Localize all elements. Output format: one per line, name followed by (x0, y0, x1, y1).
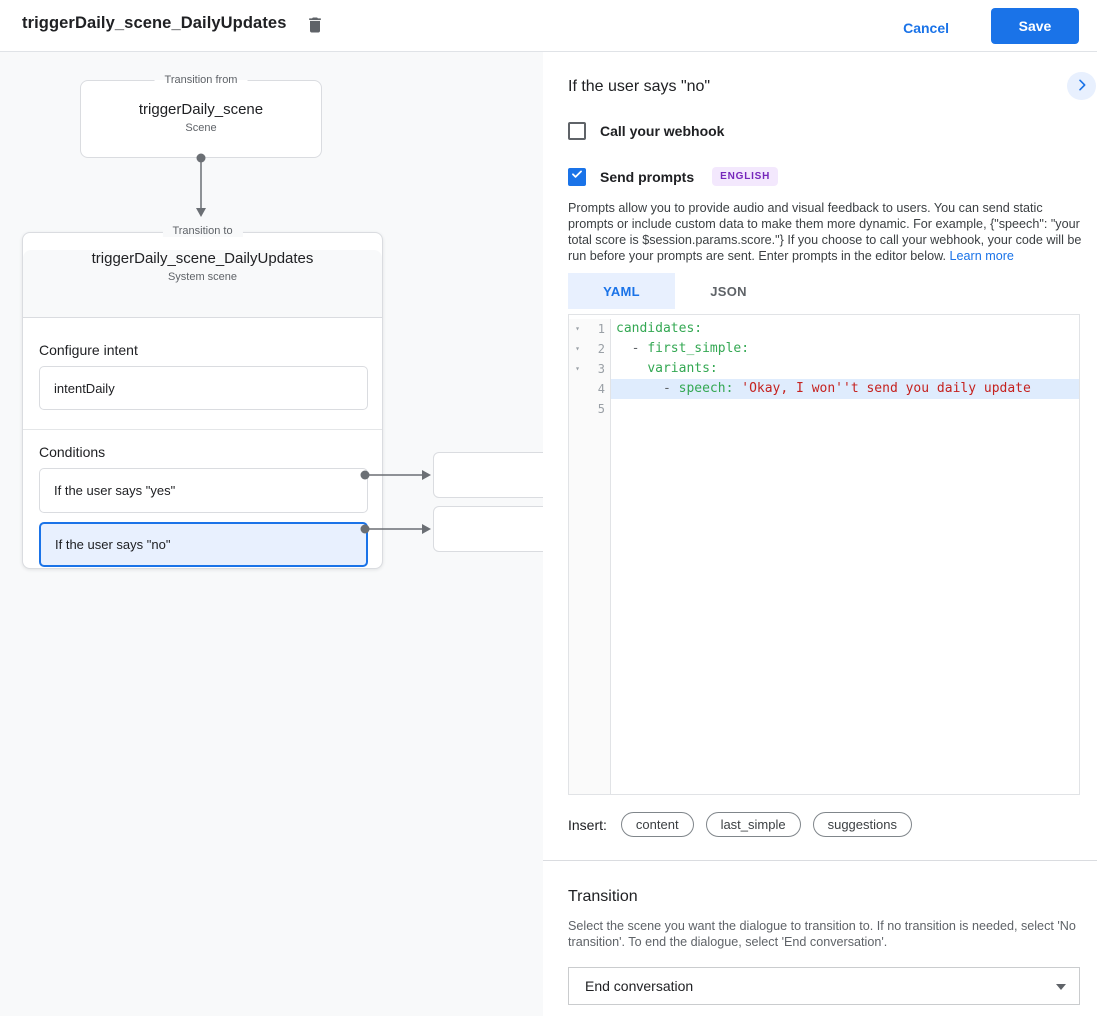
prompt-code-editor[interactable]: ▾ 1 candidates: ▾ 2 - first_simple: ▾ 3 … (568, 314, 1080, 795)
code-token: - (616, 381, 679, 396)
cancel-button[interactable]: Cancel (895, 14, 957, 42)
line-number: 2 (586, 339, 611, 359)
fold-arrow-icon[interactable]: ▾ (569, 339, 586, 359)
transition-dropdown-value: End conversation (585, 978, 694, 994)
transition-target-box[interactable] (433, 506, 543, 552)
transition-target-box[interactable] (433, 452, 543, 498)
conditions-section: Conditions If the user says "yes" If the… (23, 430, 382, 567)
fold-arrow-icon[interactable]: ▾ (569, 359, 586, 379)
condition-item-yes[interactable]: If the user says "yes" (39, 468, 368, 513)
prompts-description-text: Prompts allow you to provide audio and v… (568, 201, 1082, 263)
configure-intent-label: Configure intent (39, 342, 138, 358)
transition-from-label: Transition from (154, 74, 248, 86)
from-scene-name: triggerDaily_scene (138, 101, 264, 118)
transition-title: Transition (568, 888, 638, 905)
code-text[interactable] (611, 399, 1079, 419)
transition-to-card: Transition to triggerDaily_scene_DailyUp… (22, 225, 383, 569)
send-prompts-row: Send prompts ENGLISH (568, 167, 779, 186)
top-bar: triggerDaily_scene_DailyUpdates Cancel S… (0, 0, 1097, 52)
insert-chip-last-simple[interactable]: last_simple (705, 812, 801, 837)
code-text[interactable]: - speech: 'Okay, I won''t send you daily… (611, 379, 1079, 399)
transition-description: Select the scene you want the dialogue t… (568, 919, 1076, 949)
line-number: 3 (586, 359, 611, 379)
trash-icon (305, 17, 325, 38)
checkmark-icon (570, 167, 584, 186)
transition-from-node[interactable]: Transition from triggerDaily_scene Scene (80, 74, 322, 158)
code-text[interactable] (611, 419, 1079, 794)
fold-column (569, 419, 586, 794)
code-token: speech: (678, 381, 742, 396)
code-token: candidates: (616, 321, 703, 336)
insert-chip-suggestions[interactable]: suggestions (812, 812, 912, 837)
language-badge: ENGLISH (712, 167, 779, 186)
intent-field[interactable]: intentDaily (39, 366, 368, 410)
insert-chip-content[interactable]: content (620, 812, 694, 837)
conditions-label: Conditions (39, 444, 106, 460)
fold-column (569, 379, 586, 399)
code-text[interactable]: candidates: (611, 319, 1079, 339)
dropdown-caret-icon (1056, 984, 1066, 990)
gutter (586, 419, 611, 794)
editor-format-tabs: YAML JSON (568, 273, 782, 309)
code-text[interactable]: variants: (611, 359, 1079, 379)
prompts-description: Prompts allow you to provide audio and v… (568, 200, 1083, 264)
collapse-panel-button[interactable] (1067, 72, 1096, 100)
call-webhook-label: Call your webhook (600, 123, 725, 139)
condition-item-no[interactable]: If the user says "no" (39, 522, 368, 567)
code-token (616, 361, 647, 376)
code-empty-area (569, 419, 1079, 794)
configure-intent-section: Configure intent intentDaily (23, 318, 382, 430)
transition-to-label: Transition to (162, 225, 243, 237)
to-scene-type: System scene (167, 271, 238, 283)
to-scene-name: triggerDaily_scene_DailyUpdates (91, 250, 314, 267)
learn-more-link[interactable]: Learn more (949, 249, 1014, 263)
code-token: 'Okay, I won''t send you daily update (741, 381, 1031, 396)
code-line: ▾ 3 variants: (569, 359, 1079, 379)
code-token: first_simple: (647, 341, 750, 356)
code-line: ▾ 2 - first_simple: (569, 339, 1079, 359)
fold-arrow-icon[interactable]: ▾ (569, 319, 586, 339)
to-scene-header[interactable]: triggerDaily_scene_DailyUpdates System s… (23, 250, 382, 318)
tab-json[interactable]: JSON (675, 273, 782, 309)
fold-column (569, 399, 586, 419)
scene-flow-canvas: Transition from triggerDaily_scene Scene… (0, 52, 543, 1016)
code-text[interactable]: - first_simple: (611, 339, 1079, 359)
webhook-row: Call your webhook (568, 122, 724, 140)
section-divider (543, 860, 1097, 861)
code-line-active: 4 - speech: 'Okay, I won''t send you dai… (569, 379, 1079, 399)
send-prompts-checkbox[interactable] (568, 167, 586, 186)
from-scene-type: Scene (185, 122, 217, 134)
send-prompts-label: Send prompts (600, 168, 695, 185)
code-line: ▾ 1 candidates: (569, 319, 1079, 339)
code-token: - (616, 341, 648, 356)
tab-yaml[interactable]: YAML (568, 273, 675, 309)
call-webhook-checkbox[interactable] (568, 122, 586, 140)
transition-dropdown[interactable]: End conversation (568, 967, 1080, 1005)
page-title: triggerDaily_scene_DailyUpdates (22, 14, 287, 32)
save-button[interactable]: Save (991, 8, 1079, 44)
chevron-right-icon (1074, 77, 1090, 96)
line-number: 1 (586, 319, 611, 339)
delete-scene-button[interactable] (303, 14, 327, 38)
insert-label: Insert: (568, 816, 607, 833)
line-number: 5 (586, 399, 611, 419)
code-token: variants: (647, 361, 718, 376)
panel-title: If the user says "no" (568, 78, 711, 95)
condition-editor-panel: If the user says "no" Call your webhook … (543, 52, 1097, 1016)
line-number: 4 (586, 379, 611, 399)
insert-row: Insert: content last_simple suggestions (568, 812, 912, 837)
code-line: 5 (569, 399, 1079, 419)
